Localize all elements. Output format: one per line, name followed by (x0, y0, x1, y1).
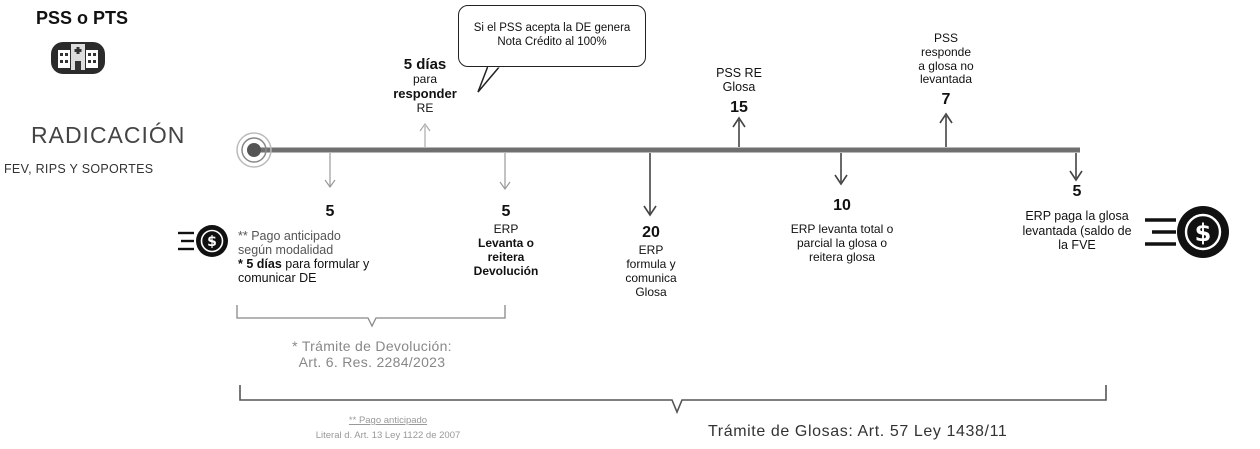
step-erp-levanta: 10 ERP levanta total o parcial la glosa … (762, 197, 922, 265)
step-paga-line1: ERP paga la glosa (1025, 209, 1129, 224)
step-erp-dev-num: 5 (501, 203, 511, 220)
bubble-tail (477, 64, 502, 93)
svg-text:$: $ (1195, 219, 1212, 247)
arrow-down-formula (643, 153, 657, 217)
arrow-up-pss-re (732, 116, 746, 147)
step-formula-line2: formula y (626, 257, 676, 272)
step-levanta-line1: ERP levanta total o (790, 222, 894, 237)
step-responder-line1: para (412, 72, 438, 87)
devolucion-line2: Art. 6. Res. 2284/2023 (298, 354, 446, 371)
step-erp-paga: 5 ERP paga la glosa levantada (saldo de … (1004, 183, 1150, 253)
step-pago-line2: según modalidad (238, 243, 334, 257)
step-paga-line3: la FVE (1058, 238, 1096, 253)
step-erp-dev-line1: ERP (493, 222, 519, 237)
step-formula-num: 20 (642, 224, 660, 241)
brace-devolucion (236, 305, 506, 328)
step-pago-num: 5 (325, 203, 335, 220)
step-responder-line2: responder (393, 86, 457, 102)
step-pss-responde-line3: a glosa no (918, 58, 974, 73)
step-pago-anticipado: ** Pago anticipado según modalidad * 5 d… (238, 229, 369, 285)
step-levanta-line2: parcial la glosa o (796, 236, 888, 251)
step-erp-formula: 20 ERP formula y comunica Glosa (608, 224, 694, 300)
fast-coin-icon-right: $ (1145, 206, 1229, 258)
radicacion-subtitle: FEV, RIPS Y SOPORTES (4, 162, 154, 176)
step-pss-responde-line4: levantada (919, 72, 973, 87)
step-formula-line1: ERP (638, 243, 664, 258)
pago-anticipado-note: ** Pago anticipado Literal d. Art. 13 Le… (228, 415, 548, 442)
start-node (236, 132, 272, 168)
step-responder-line3: RE (416, 100, 434, 115)
step-pss-responde-line2: responde (920, 44, 972, 59)
fast-coin-icon-left: $ (178, 225, 228, 257)
step-erp-devolucion: 5 ERP Levanta o reitera Devolución (458, 203, 554, 279)
arrow-down-pago (324, 153, 336, 189)
devolucion-note: * Trámite de Devolución: Art. 6. Res. 22… (262, 338, 482, 370)
glosas-title: Trámite de Glosas: Art. 57 Ley 1438/11 (708, 423, 1008, 440)
step-pago-line4: comunicar DE (238, 271, 317, 285)
step-erp-dev-line4: Devolución (473, 263, 539, 278)
step-paga-line2: levantada (saldo de (1022, 223, 1132, 238)
step-erp-dev-line3: reitera (487, 249, 525, 264)
step-pss-re-num: 15 (730, 98, 748, 116)
hospital-building-icon (51, 42, 105, 74)
step-formula-line3: comunica (625, 270, 677, 285)
step-responder-re: 5 días para responder RE (382, 56, 468, 116)
step-erp-dev-line2: Levanta o (477, 236, 534, 251)
step-paga-num: 5 (1072, 183, 1082, 200)
step-pago-line1: ** Pago anticipado (238, 229, 341, 243)
arrow-down-erp-devolucion (499, 153, 511, 191)
arrow-up-pss-responde (939, 112, 953, 147)
step-pss-re-glosa: PSS RE Glosa 15 (699, 66, 779, 117)
step-formula-line4: Glosa (635, 284, 667, 299)
step-pss-re-line1: PSS RE (716, 66, 762, 80)
step-pss-re-line2: Glosa (722, 80, 756, 95)
arrow-down-paga (1069, 153, 1083, 182)
svg-text:$: $ (207, 234, 217, 250)
step-pss-responde-line1: PSS (933, 31, 958, 45)
bubble-text: Si el PSS acepta la DE genera Nota Crédi… (473, 22, 631, 48)
step-responder-days: 5 días (403, 56, 447, 73)
step-levanta-line3: reitera glosa (808, 249, 876, 264)
pago-note-line1: ** Pago anticipado (348, 415, 428, 426)
step-levanta-num: 10 (833, 197, 851, 214)
radicacion-title: RADICACIÓN (31, 122, 186, 148)
speech-bubble: Si el PSS acepta la DE genera Nota Crédi… (458, 5, 646, 67)
step-pss-responde: PSS responde a glosa no levantada 7 (898, 31, 994, 110)
step-pago-line3-rest: para formular y (281, 257, 370, 271)
pago-note-line2: Literal d. Art. 13 Ley 1122 de 2007 (315, 429, 461, 441)
arrow-up-responder (419, 122, 431, 147)
devolucion-line1: * Trámite de Devolución: (292, 338, 452, 354)
brace-glosas (239, 385, 1107, 415)
step-pago-line3-bold: * 5 días (238, 257, 282, 271)
step-pss-responde-num: 7 (941, 91, 951, 109)
arrow-down-levanta (834, 153, 848, 186)
actor-title: PSS o PTS (36, 8, 129, 28)
